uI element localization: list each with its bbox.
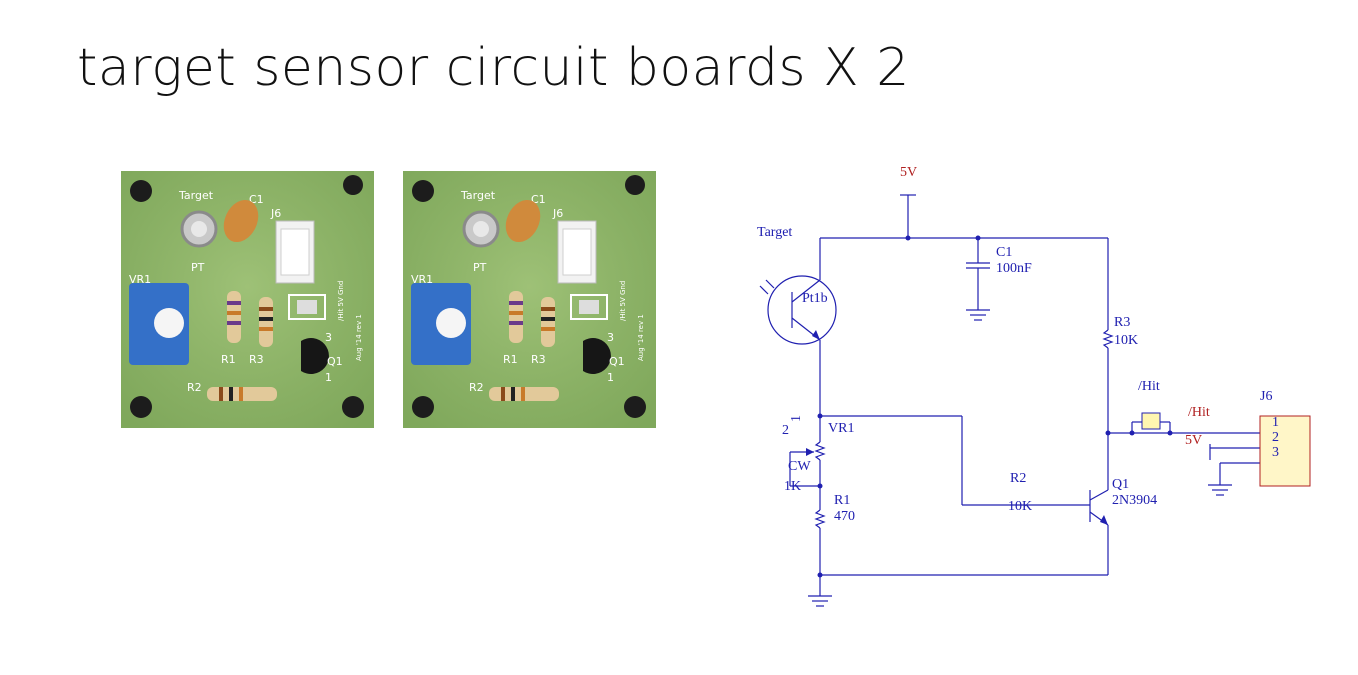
mount-hole (343, 175, 363, 195)
label-vr1-value: 1K (784, 479, 801, 494)
pcb-label-r1: R1 (221, 353, 236, 366)
pcb-label-target: Target (460, 189, 496, 202)
pcb-label-pin1: 1 (607, 371, 614, 384)
resistor-r1 (227, 291, 241, 343)
pcb-label-q1: Q1 (327, 355, 343, 368)
label-q1-part: 2N3904 (1112, 493, 1157, 508)
pcb-label-r2: R2 (187, 381, 202, 394)
mount-hole (412, 396, 434, 418)
label-vr1-pin2: 2 (782, 423, 789, 438)
capacitor-c1 (505, 199, 541, 243)
connector-j6 (1259, 415, 1311, 487)
label-r3: R3 (1114, 315, 1130, 330)
pcb-label-pt: PT (191, 261, 205, 274)
resistor-r3 (1102, 329, 1114, 349)
label-j6-pin3: 3 (1272, 445, 1279, 460)
pcb-label-pt: PT (473, 261, 487, 274)
slide-title: target sensor circuit boards X 2 (77, 38, 910, 98)
transistor-q1 (583, 338, 611, 374)
label-r1-value: 470 (834, 509, 855, 524)
pcb-label-pin3: 3 (325, 331, 332, 344)
transistor-q1 (301, 338, 329, 374)
pcb-label-vr1: VR1 (129, 273, 151, 286)
mount-hole (342, 396, 364, 418)
mount-hole (624, 396, 646, 418)
pcb-label-q1: Q1 (609, 355, 625, 368)
pcb-label-revision: Aug '14 rev 1 (637, 314, 645, 361)
resistor-r3 (259, 297, 273, 347)
pcb-label-hit-5v-gnd: /Hit 5V Gnd (619, 281, 627, 321)
mount-hole (625, 175, 645, 195)
label-j6-pin2: 2 (1272, 430, 1279, 445)
label-vr1-cw: CW (788, 459, 811, 474)
label-r2: R2 (1010, 471, 1026, 486)
pcb-label-j6: J6 (270, 207, 281, 220)
pcb-label-r1: R1 (503, 353, 518, 366)
label-hit-2: /Hit (1188, 405, 1210, 420)
mount-hole (412, 180, 434, 202)
resistor-r1 (814, 509, 826, 529)
mount-hole (130, 180, 152, 202)
pcb-label-revision: Aug '14 rev 1 (355, 314, 363, 361)
label-target: Target (757, 225, 792, 240)
mount-hole (130, 396, 152, 418)
label-pt1b: Pt1b (802, 291, 828, 306)
label-5v: 5V (1185, 433, 1202, 448)
label-5v-top: 5V (900, 165, 917, 180)
label-hit-1: /Hit (1138, 379, 1160, 394)
phototransistor-pt1b (767, 275, 837, 345)
label-vr1-pin1: 1 (789, 415, 804, 422)
capacitor-c1 (223, 199, 259, 243)
pcb-label-r2: R2 (469, 381, 484, 394)
resistor-r1 (509, 291, 523, 343)
pcb-label-vr1: VR1 (411, 273, 433, 286)
pcb-label-r3: R3 (249, 353, 264, 366)
label-c1-value: 100nF (996, 261, 1032, 276)
circuit-schematic: 5V Target Pt1b C1 100nF R3 10K /Hit /Hit… (757, 165, 1311, 607)
label-c1: C1 (996, 245, 1012, 260)
label-j6-pin1: 1 (1272, 415, 1279, 430)
pot-knob (436, 308, 466, 338)
pcb-label-pin3: 3 (607, 331, 614, 344)
pcb-label-pin1: 1 (325, 371, 332, 384)
pcb-label-target: Target (178, 189, 214, 202)
pcb-label-hit-5v-gnd: /Hit 5V Gnd (337, 281, 345, 321)
pcb-label-j6: J6 (552, 207, 563, 220)
label-r3-value: 10K (1114, 333, 1138, 348)
potentiometer-vr1 (814, 441, 826, 461)
label-q1: Q1 (1112, 477, 1129, 492)
label-j6: J6 (1260, 389, 1272, 404)
hit-testpoint (1141, 412, 1161, 430)
circuit-board-photo-1: Target C1 J6 PT VR1 R1 R3 3 1 Q1 /Hit 5V… (121, 171, 374, 428)
label-r2-value: 10K (1008, 499, 1032, 514)
label-vr1: VR1 (828, 421, 854, 436)
pcb-label-r3: R3 (531, 353, 546, 366)
pot-knob (154, 308, 184, 338)
resistor-r3 (541, 297, 555, 347)
label-r1: R1 (834, 493, 850, 508)
circuit-board-photo-2: Target C1 J6 PT VR1 R1 R3 3 1 Q1 /Hit 5V… (403, 171, 656, 428)
